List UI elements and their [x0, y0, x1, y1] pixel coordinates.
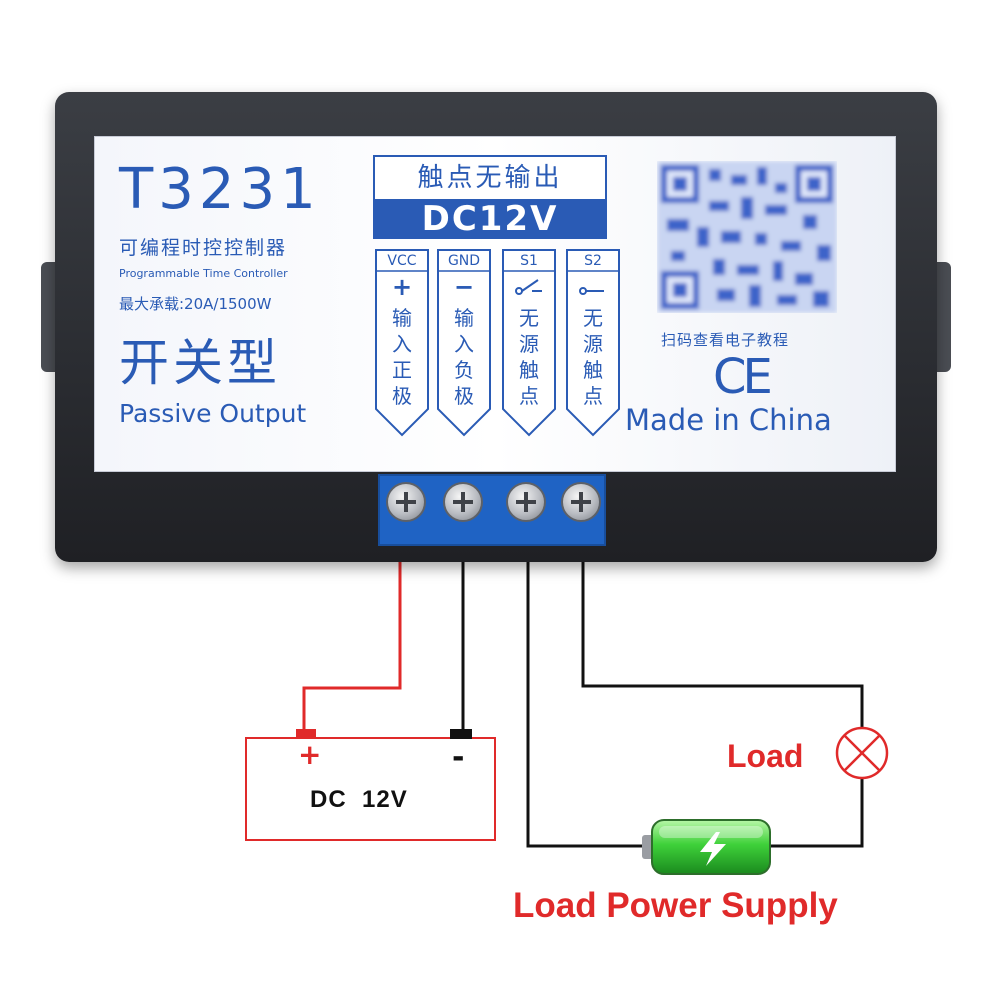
screw-gnd[interactable]: [443, 482, 483, 522]
lamp-icon: [835, 726, 889, 780]
screw-s2[interactable]: [561, 482, 601, 522]
switch-icon: [515, 279, 542, 295]
type-en: Passive Output: [119, 399, 307, 428]
ce-mark: CE: [713, 349, 773, 405]
load-return-wire: [770, 778, 864, 848]
terminal-desc: 输入负极: [454, 306, 474, 408]
battery-outline: [245, 737, 496, 841]
battery-plus-terminal: [296, 729, 316, 739]
terminal-block: [378, 474, 606, 546]
terminal-name: S1: [520, 253, 538, 269]
terminal-desc: 无源触点: [583, 306, 603, 408]
load-power-supply-label: Load Power Supply: [513, 886, 838, 925]
switch-icon: [579, 287, 604, 295]
terminal-name: GND: [447, 253, 481, 269]
terminal-name: VCC: [387, 253, 417, 269]
model-number: T3231: [119, 157, 321, 222]
minus-icon: −: [453, 273, 475, 301]
battery-minus-terminal: [450, 729, 472, 739]
battery-label: DC 12V: [310, 786, 408, 813]
vcc-wire: [302, 510, 402, 730]
type-cn: 开关型: [119, 334, 281, 392]
s1-wire: [526, 510, 648, 848]
load-label: Load: [727, 738, 804, 774]
battery-plus-label: +: [298, 738, 322, 771]
title-cn: 可编程时控控制器: [119, 237, 288, 259]
screw-vcc[interactable]: [386, 482, 426, 522]
s2-wire: [581, 510, 864, 728]
green-battery-icon: [642, 819, 771, 875]
terminal-desc: 无源触点: [519, 306, 539, 408]
origin-text: Made in China: [625, 403, 832, 437]
terminal-column-gnd: GND − 输入负极: [437, 249, 491, 437]
voltage-badge: DC12V: [373, 199, 607, 239]
terminal-column-vcc: VCC + 输入正极: [375, 249, 429, 437]
screw-s1[interactable]: [506, 482, 546, 522]
terminal-column-s2: S2 无源触点: [566, 249, 620, 437]
contact-note: 触点无输出: [373, 155, 607, 201]
battery-minus-label: -: [452, 740, 465, 775]
plus-icon: +: [391, 273, 413, 301]
scan-instruction: 扫码查看电子教程: [661, 331, 790, 349]
terminal-column-s1: S1 无源触点: [502, 249, 556, 437]
max-load: 最大承载:20A/1500W: [119, 295, 272, 313]
title-en: Programmable Time Controller: [119, 267, 288, 280]
device-side-tab-left: [41, 262, 55, 372]
terminal-name: S2: [584, 253, 602, 269]
terminal-desc: 输入正极: [392, 306, 412, 408]
device-label: T3231 可编程时控控制器 Programmable Time Control…: [94, 136, 896, 472]
device-side-tab-right: [937, 262, 951, 372]
qr-code-icon: [657, 161, 837, 313]
